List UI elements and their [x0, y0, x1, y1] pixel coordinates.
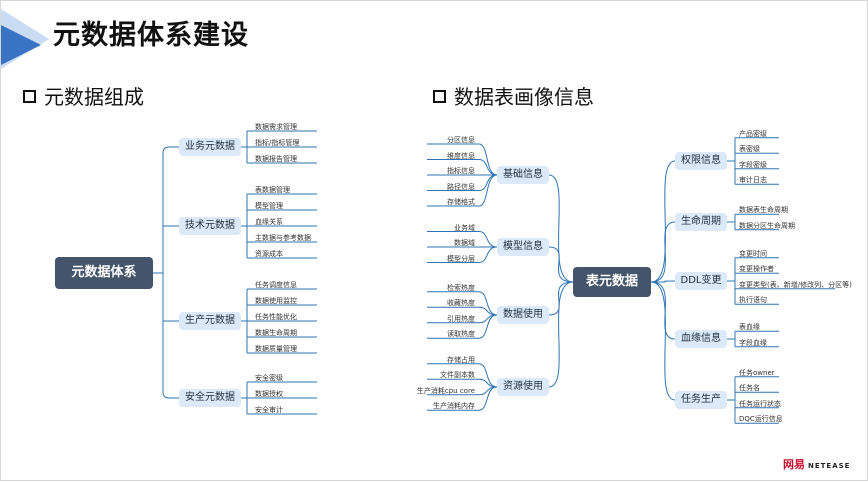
leaf-label: 任务调度信息	[255, 281, 297, 289]
branch-node: DDL变更	[675, 272, 727, 290]
leaf-link	[427, 246, 498, 263]
branch-node: 资源使用	[497, 378, 549, 396]
leaf-label: 资源成本	[255, 250, 283, 258]
branch-node: 基础信息	[497, 166, 549, 184]
leaf-label: 路径信息	[447, 182, 475, 191]
leaf-label: 数据授权	[255, 390, 283, 398]
leaf-link	[427, 386, 498, 411]
leaf-label: 数据表生命周期	[739, 206, 788, 215]
leaf-link	[427, 174, 498, 207]
page-title: 元数据体系建设	[53, 20, 249, 51]
branch-link	[650, 280, 676, 283]
leaf-label: 字段血缘	[739, 338, 767, 347]
leaf-link	[427, 231, 498, 248]
leaf-label: 表血缘	[739, 323, 760, 332]
branch-node: 血缘信息	[675, 330, 727, 348]
branch-node: 数据使用	[497, 306, 549, 324]
leaf-label: 数据分区生命周期	[739, 221, 795, 230]
leaf-label: 存储格式	[447, 198, 475, 206]
branch-link	[548, 174, 574, 283]
leaf-label: 生产消耗内存	[433, 402, 475, 411]
leaf-label: 变更操作者	[739, 265, 774, 274]
leaf-label: 表数据管理	[255, 186, 290, 194]
branch-link	[162, 391, 179, 399]
branch-node: 技术元数据	[179, 217, 241, 235]
leaf-label: 检索热度	[447, 283, 475, 292]
section-label: 元数据组成	[44, 85, 144, 109]
leaf-label: 数据生命周期	[255, 329, 297, 337]
leaf-label: 表密级	[739, 145, 760, 154]
branch-node: 生产元数据	[179, 312, 241, 330]
branch-link	[548, 281, 574, 388]
branch-link	[548, 281, 574, 316]
leaf-label: 主数据与参考数据	[255, 234, 311, 242]
leaf-label: DQC运行信息	[739, 415, 783, 424]
leaf-label: 安全密级	[255, 374, 283, 382]
leaf-label: 血缘关系	[255, 218, 283, 226]
branch-link	[548, 246, 574, 283]
section-heading-left: 元数据组成	[23, 81, 144, 110]
leaf-label: 数据需求管理	[255, 123, 297, 131]
branch-link	[162, 146, 179, 154]
leaf-label: 读取热度	[447, 330, 475, 339]
branch-node: 业务元数据	[179, 138, 241, 156]
branch-node: 模型信息	[497, 238, 549, 256]
leaf-label: 安全审计	[255, 406, 283, 414]
leaf-label: 变更时间	[739, 249, 767, 258]
section-heading-right: 数据表画像信息	[433, 81, 594, 110]
leaf-label: 模型分层	[447, 254, 475, 263]
leaf-label: 生产消耗cpu core	[416, 386, 475, 395]
checkbox-icon	[23, 90, 36, 103]
branch-node: 安全元数据	[179, 389, 241, 407]
section-label: 数据表画像信息	[454, 85, 594, 109]
checkbox-icon	[433, 90, 446, 103]
leaf-label: 文件副本数	[440, 371, 475, 380]
branch-link	[650, 281, 676, 340]
leaf-label: 分区信息	[447, 136, 475, 144]
branch-link	[650, 160, 676, 283]
leaf-label: 审计日志	[739, 176, 767, 185]
leaf-label: 模型管理	[255, 202, 283, 210]
branch-link	[650, 281, 676, 401]
leaf-label: 字段密级	[739, 160, 767, 169]
leaf-label: 数据使用监控	[255, 297, 297, 305]
branch-link	[650, 221, 676, 283]
leaf-link	[427, 378, 498, 388]
leaf-link	[427, 306, 498, 316]
branch-node: 生命周期	[675, 213, 727, 231]
branch-node: 权限信息	[675, 152, 727, 170]
leaf-label: 数据质量管理	[255, 345, 297, 353]
leaf-link	[427, 314, 498, 339]
leaf-link	[427, 143, 498, 176]
leaf-label: 维度信息	[447, 151, 475, 160]
leaf-label: 任务性能优化	[255, 313, 297, 321]
leaf-label: 数据域	[454, 239, 475, 247]
leaf-link	[427, 363, 498, 388]
leaf-label: 数据报告管理	[255, 155, 297, 163]
leaf-label: 业务域	[454, 223, 475, 232]
leaf-label: 存储占用	[447, 355, 475, 364]
leaf-label: 执行语句	[739, 296, 767, 305]
leaf-label: 任务名	[739, 384, 760, 393]
leaf-label: 产品密级	[739, 129, 767, 138]
leaf-label: 任务owner	[739, 368, 775, 377]
branch-node: 任务生产	[675, 391, 727, 409]
leaf-label: 任务运行状态	[739, 399, 781, 408]
leaf-label: 指标/指标管理	[255, 139, 300, 147]
root-node: 表元数据	[573, 267, 651, 297]
leaf-label: 收藏热度	[447, 299, 475, 308]
root-node: 元数据体系	[55, 257, 153, 289]
leaf-label: 变更类型(表、新增/修改列、分区等)	[739, 280, 852, 289]
leaf-link	[427, 159, 498, 176]
leaf-label: 引用热度	[447, 314, 475, 323]
leaf-link	[427, 291, 498, 316]
leaf-label: 指标信息	[447, 167, 475, 175]
title-decoration	[1, 9, 49, 69]
